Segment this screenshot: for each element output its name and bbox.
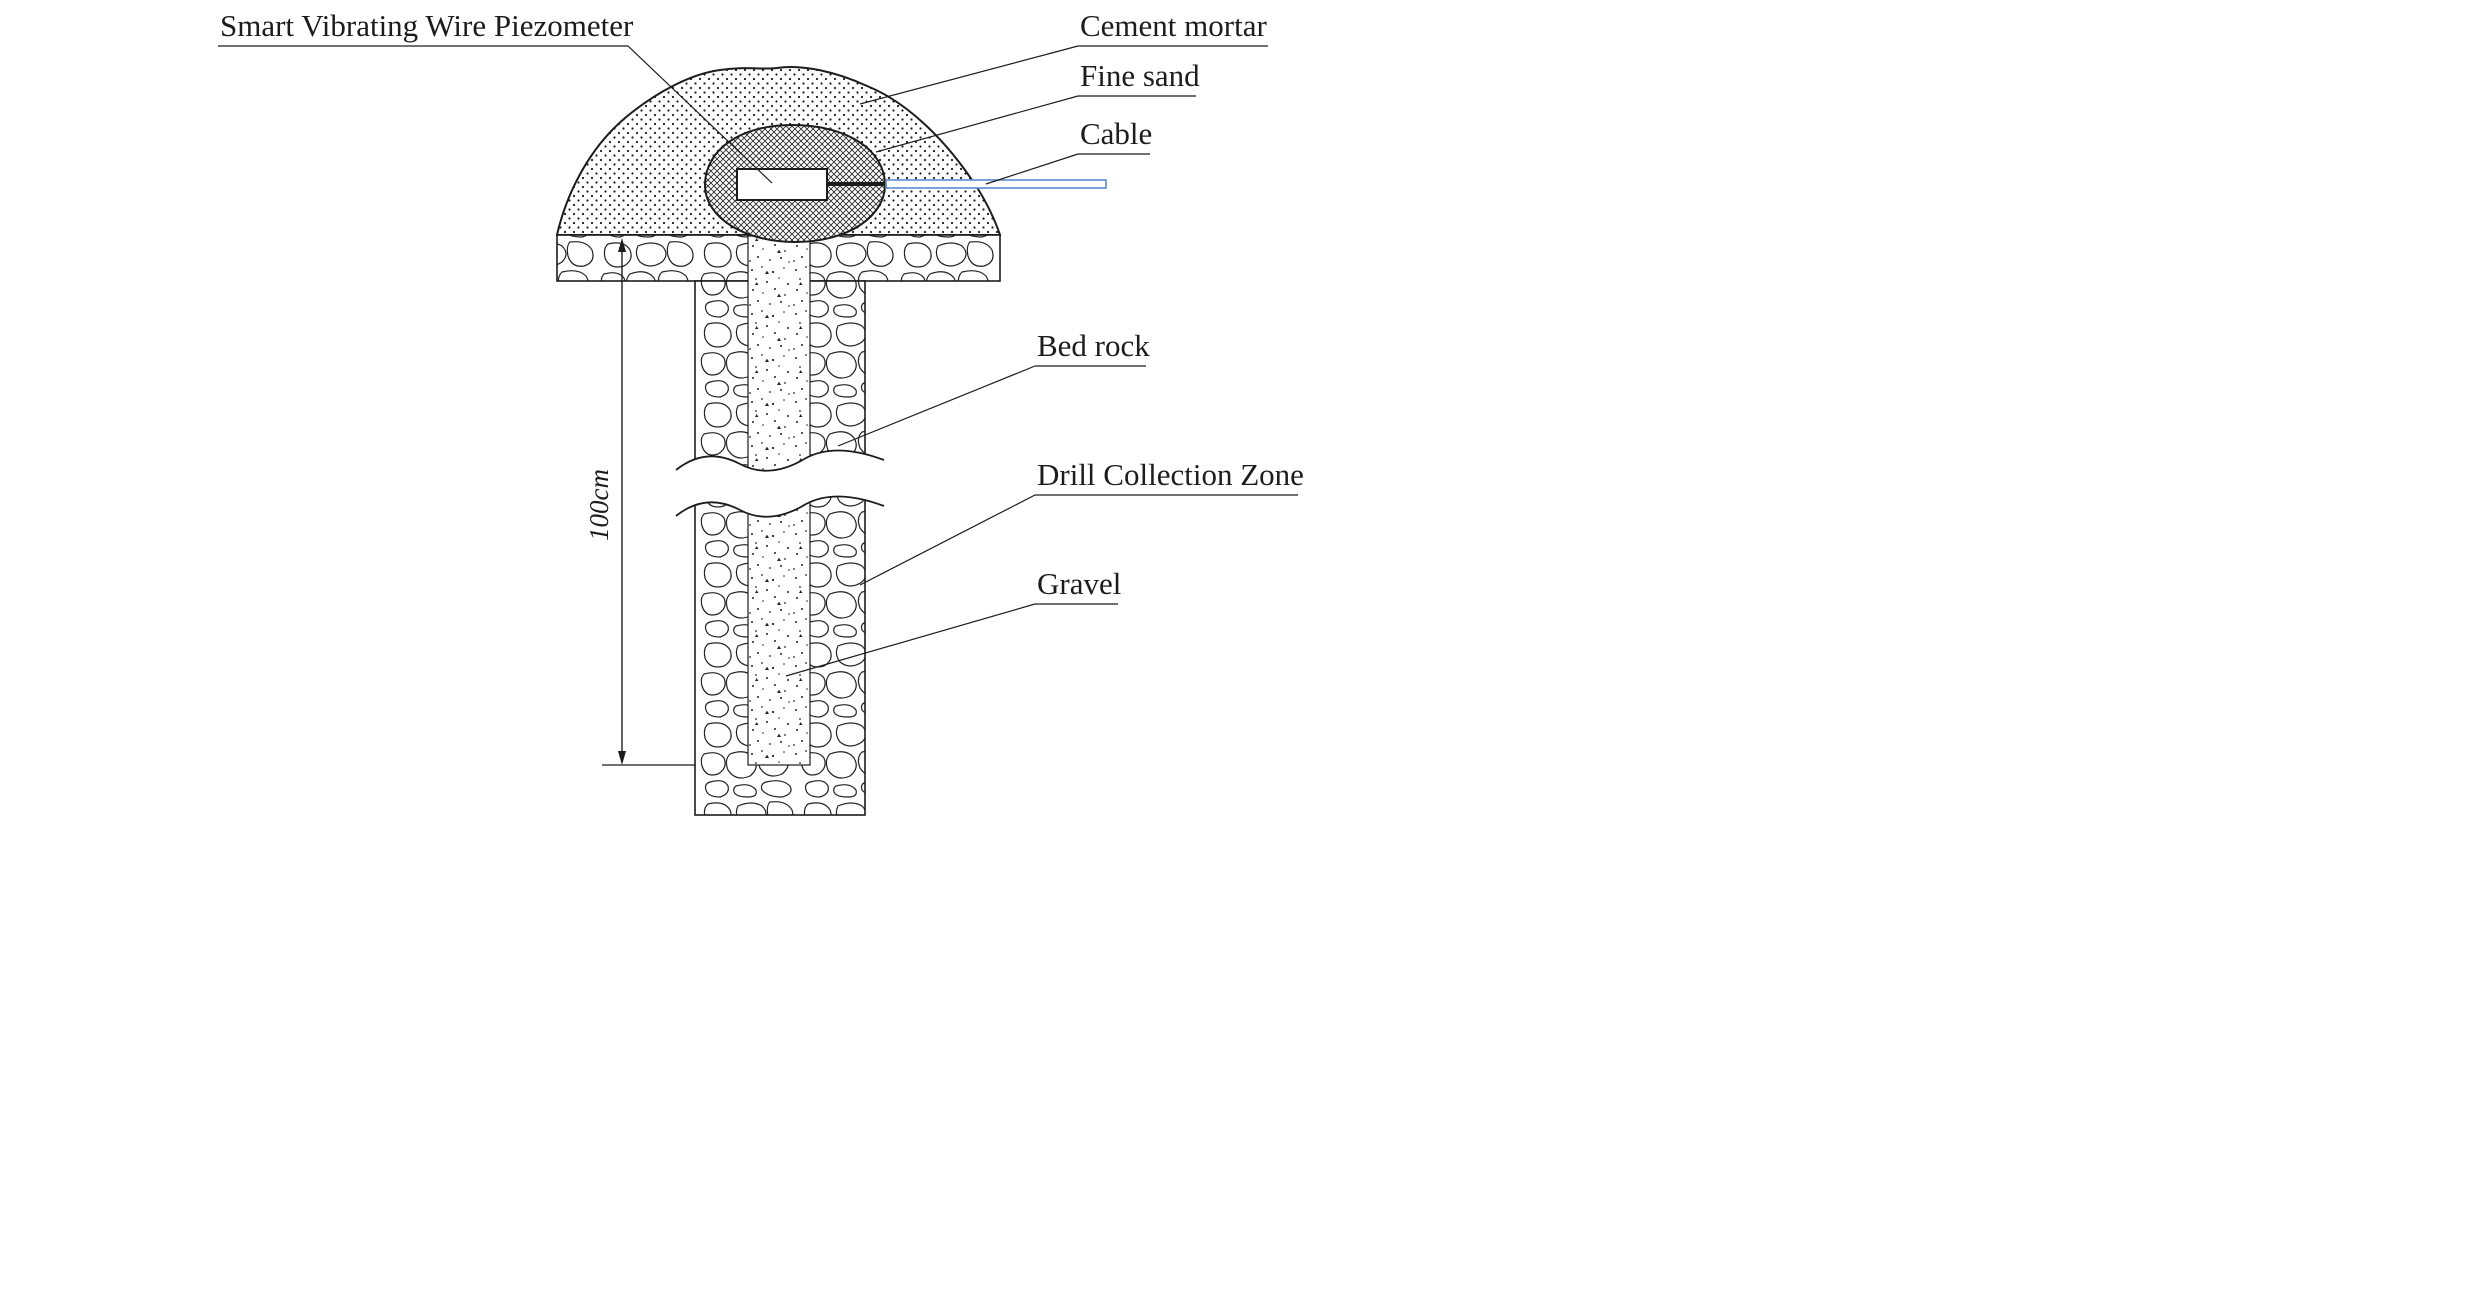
label-piezometer: Smart Vibrating Wire Piezometer: [220, 8, 634, 43]
callout-cable: Cable: [985, 116, 1152, 185]
dimension-100cm: 100cm: [584, 238, 695, 766]
break-wave-bottom: [675, 495, 885, 518]
callout-bed-rock: Bed rock: [837, 328, 1150, 447]
callout-drill-collection-zone: Drill Collection Zone: [859, 457, 1304, 586]
label-cement-mortar: Cement mortar: [1080, 8, 1267, 43]
label-gravel: Gravel: [1037, 566, 1121, 601]
callout-fine-sand: Fine sand: [875, 58, 1200, 153]
break-wave-top: [675, 449, 885, 472]
dimension-label: 100cm: [584, 469, 614, 541]
label-fine-sand: Fine sand: [1080, 58, 1200, 93]
callout-gravel: Gravel: [785, 566, 1121, 677]
borehole-break-mask: [676, 450, 884, 517]
label-drill-collection-zone: Drill Collection Zone: [1037, 457, 1304, 492]
piezometer-body: [736, 168, 828, 201]
label-bed-rock: Bed rock: [1037, 328, 1150, 363]
callout-piezometer: Smart Vibrating Wire Piezometer: [218, 8, 773, 184]
cable-line: [885, 179, 1107, 189]
callout-cement-mortar: Cement mortar: [859, 8, 1268, 105]
label-cable: Cable: [1080, 116, 1152, 151]
